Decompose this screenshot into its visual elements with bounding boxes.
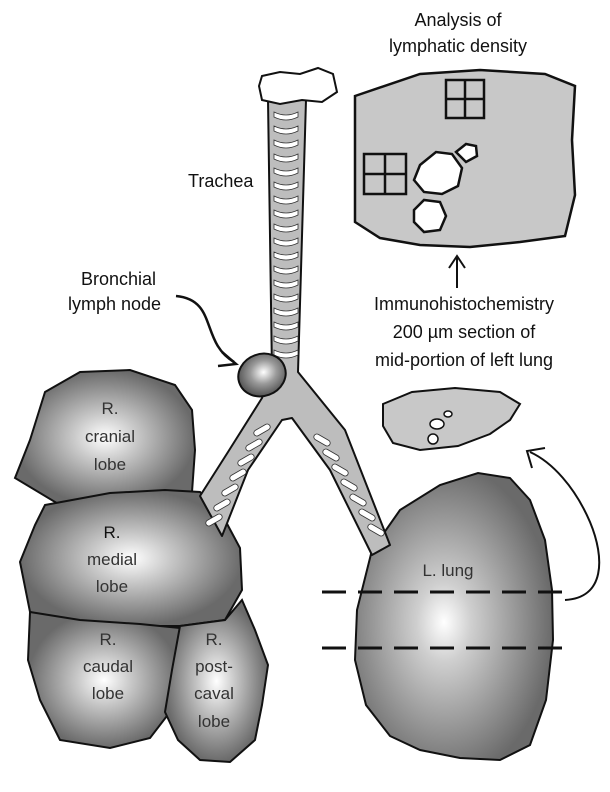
r-caudal-label-3: lobe <box>92 684 124 703</box>
r-postcaval-label-4: lobe <box>198 712 230 731</box>
analysis-title-line1: Analysis of <box>414 10 502 30</box>
bronchial-node-arrow <box>176 296 234 362</box>
ihc-label-line3: mid-portion of left lung <box>375 350 553 370</box>
r-caudal-label-2: caudal <box>83 657 133 676</box>
bronchial-node-label-line1: Bronchial <box>81 269 156 289</box>
trachea-top <box>259 68 337 104</box>
analysis-title-line2: lymphatic density <box>389 36 527 56</box>
r-postcaval-label-1: R. <box>206 630 223 649</box>
ihc-label-line1: Immunohistochemistry <box>374 294 554 314</box>
analysis-section <box>355 70 575 247</box>
r-medial-label-2: medial <box>87 550 137 569</box>
left-lung <box>355 473 553 760</box>
ihc-label-line2: 200 µm section of <box>393 322 536 342</box>
r-cranial-label-1: R. <box>102 399 119 418</box>
bronchial-node-label-line2: lymph node <box>68 294 161 314</box>
r-postcaval-label-3: caval <box>194 684 234 703</box>
r-postcaval-label-2: post- <box>195 657 233 676</box>
bronchial-node-arrowhead <box>218 352 236 366</box>
r-cranial-label-3: lobe <box>94 455 126 474</box>
r-caudal-label-1: R. <box>100 630 117 649</box>
right-lung <box>15 370 268 762</box>
r-medial-label-3: lobe <box>96 577 128 596</box>
trachea-label: Trachea <box>188 171 254 191</box>
lymphatic-vessel-bottom <box>414 200 446 232</box>
l-lung-label: L. lung <box>422 561 473 580</box>
r-medial-label-1: R. <box>104 523 121 542</box>
r-cranial-label-2: cranial <box>85 427 135 446</box>
lung-section-slice <box>383 388 520 450</box>
